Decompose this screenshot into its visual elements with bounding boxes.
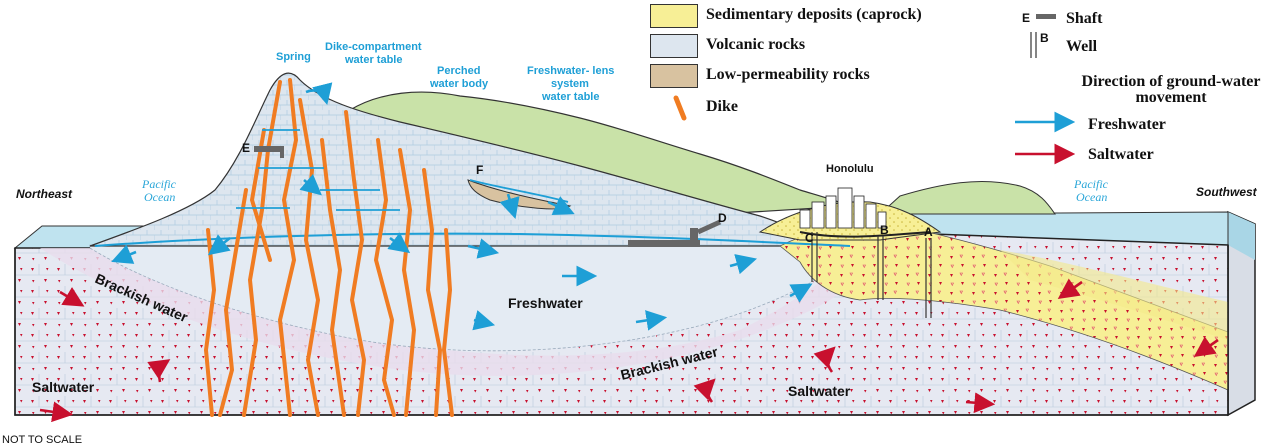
label-lens-1: Freshwater- lens [527,65,614,77]
label-pacific-sw: Pacific [1073,177,1109,191]
label-lens-2: system [551,78,589,90]
label-dike-table-1: Dike-compartment [325,41,422,53]
caprock-wedge [1000,250,1228,340]
legend-label-freshwater: Freshwater [1088,116,1166,133]
letter-f: F [476,163,483,177]
legend-swatch-low-permeability [650,64,698,88]
label-perched-2: water body [429,78,489,90]
label-lens-3: water table [541,91,599,103]
dike-compartment-water-tables [236,129,400,211]
legend-swatch-sedimentary [650,4,698,28]
saltwater-flow-arrows [39,278,1219,423]
block-outline [14,245,1229,416]
letter-e: E [242,141,250,155]
legend-label-low-permeability: Low-permeability rocks [706,66,870,83]
label-dike-table-2: water table [344,54,402,66]
legend-label-saltwater: Saltwater [1088,146,1154,163]
lens-water-table [94,232,851,247]
legend-label-sedimentary: Sedimentary deposits (caprock) [706,6,922,23]
label-saltwater-sw: Saltwater [788,383,851,399]
legend-letter-b: B [1040,31,1049,45]
legend-label-direction: Direction of ground-water movement [1081,73,1261,106]
letter-a: A [924,225,933,239]
label-ocean-sw: Ocean [1076,190,1107,204]
label-perched-1: Perched [437,65,480,77]
legend-label-well: Well [1066,38,1098,55]
label-honolulu: Honolulu [826,163,874,175]
legend-graphics [673,14,1076,165]
freshwater-flow-arrows [111,82,813,331]
label-northeast: Northeast [16,187,73,201]
shaft-e [254,146,284,158]
southwest-hill [878,180,1056,215]
letter-c: C [805,231,814,245]
wells [811,232,932,318]
legend-swatch-volcanic [650,34,698,58]
letter-d: D [718,211,727,225]
block-end-face [1227,210,1256,417]
honolulu-city [799,187,931,238]
label-pacific-ne: Pacific [141,177,177,191]
dikes [203,78,454,417]
label-southwest: Southwest [1196,185,1258,199]
freshwater-lens [89,244,861,352]
legend-label-dike: Dike [706,98,738,115]
label-saltwater-ne: Saltwater [32,379,95,395]
legend-label-shaft: Shaft [1066,10,1103,27]
letter-b: B [880,223,889,237]
label-spring: Spring [276,51,311,63]
legend-letter-e: E [1022,11,1030,25]
label-not-to-scale: NOT TO SCALE [2,434,82,446]
tunnel-d [628,219,722,247]
legend-label-volcanic: Volcanic rocks [706,36,806,53]
label-freshwater-zone: Freshwater [508,295,583,311]
label-ocean-ne: Ocean [144,190,175,204]
